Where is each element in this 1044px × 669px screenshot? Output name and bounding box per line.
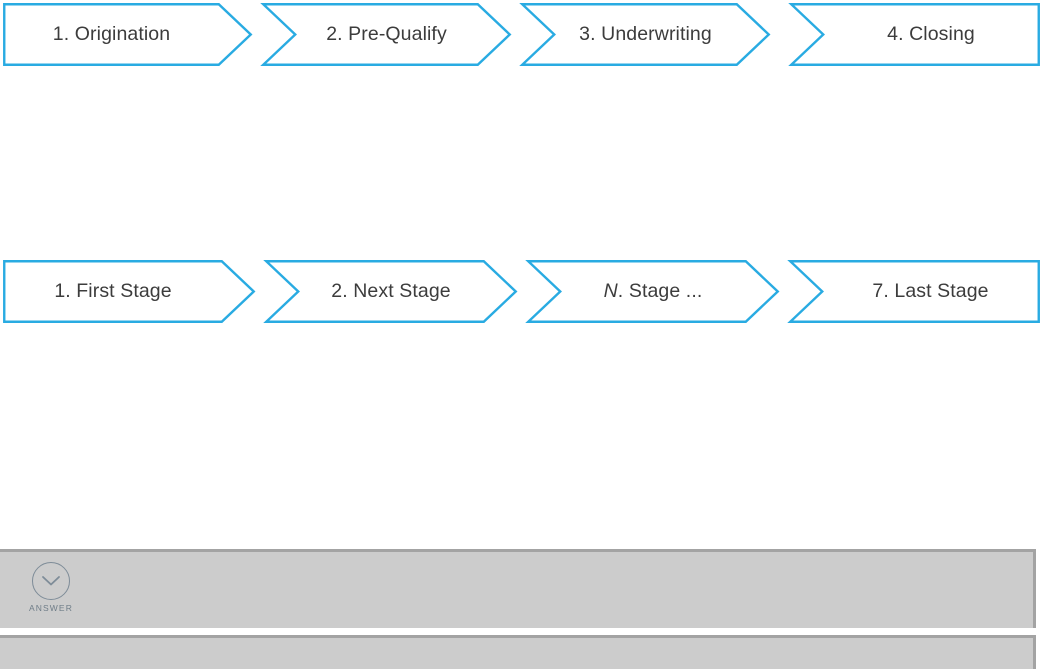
process-step-2-4[interactable]: 7. Last Stage [787,260,1040,323]
chevron-shape [263,260,518,323]
chevron-shape [525,260,780,323]
answer-panel: ANSWER [0,549,1036,628]
step-number: N [603,280,618,302]
chevron-shape [787,260,1040,323]
process-step-label: 2. Pre-Qualify [326,23,447,45]
answer-panel-secondary-strip [0,635,1036,669]
process-step-2-3[interactable]: N. Stage ... [525,260,780,323]
process-step-label: 4. Closing [887,23,975,45]
answer-label: ANSWER [29,603,73,613]
process-step-label: 3. Underwriting [579,23,712,45]
chevron-shape [3,3,253,66]
chevron-shape [3,260,256,323]
generic-process-row: 1. First Stage 2. Next Stage N. Stage ... 7… [0,260,1044,326]
process-step-1-4[interactable]: 4. Closing [788,3,1040,66]
process-step-1-1[interactable]: 1. Origination [3,3,253,66]
process-step-label: 7. Last Stage [872,280,989,302]
process-step-label: 2. Next Stage [331,280,451,302]
chevron-shape [519,3,771,66]
process-step-label: N. Stage ... [603,280,703,302]
process-step-1-3[interactable]: 3. Underwriting [519,3,771,66]
process-step-2-1[interactable]: 1. First Stage [3,260,256,323]
chevron-down-icon [32,562,70,600]
process-step-label: 1. First Stage [54,280,172,302]
process-step-label: 1. Origination [52,23,171,45]
chevron-shape [788,3,1040,66]
chevron-shape [260,3,512,66]
process-step-2-2[interactable]: 2. Next Stage [263,260,518,323]
mortgage-process-row: 1. Origination 2. Pre-Qualify 3. Underwrit… [0,3,1044,69]
answer-toggle-button[interactable]: ANSWER [20,562,82,613]
process-step-1-2[interactable]: 2. Pre-Qualify [260,3,512,66]
